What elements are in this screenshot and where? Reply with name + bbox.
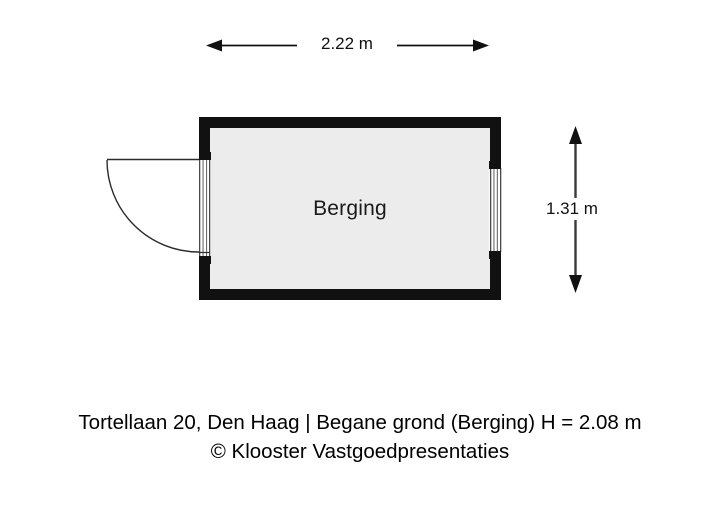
door-swing-arc xyxy=(106,159,200,253)
window-jamb-line-3 xyxy=(496,168,498,252)
window-gap-right xyxy=(489,168,502,252)
window-opening-right[interactable] xyxy=(489,161,502,259)
dimension-width-label: 2.22 m xyxy=(297,33,397,55)
window-sill-stub xyxy=(489,251,501,259)
dimension-height-label: 1.31 m xyxy=(546,198,616,220)
window-jamb-line-4 xyxy=(500,168,502,252)
door-sill-stub xyxy=(199,256,211,264)
arrow-left-icon xyxy=(206,39,222,52)
arrow-right-icon xyxy=(473,39,489,52)
room-label-berging: Berging xyxy=(313,197,387,220)
window-jamb-line-2 xyxy=(493,168,495,252)
caption-block: Tortellaan 20, Den Haag | Begane grond (… xyxy=(0,408,720,466)
arrow-up-icon xyxy=(569,126,582,144)
door-jamb-line-3 xyxy=(206,159,208,257)
caption-address-line: Tortellaan 20, Den Haag | Begane grond (… xyxy=(78,411,642,434)
room-floor-fill xyxy=(210,128,490,289)
window-head-stub xyxy=(489,161,501,169)
room-walls xyxy=(199,117,501,300)
caption-copyright-line: © Klooster Vastgoedpresentaties xyxy=(210,440,510,463)
window-jamb-line-1 xyxy=(490,168,492,252)
door-opening-left[interactable] xyxy=(198,152,211,264)
arrow-down-icon xyxy=(569,275,582,293)
door-jamb-line-1 xyxy=(199,159,201,257)
door-gap-left xyxy=(198,159,211,257)
door-swing-left xyxy=(106,158,210,254)
door-jamb-line-2 xyxy=(202,159,204,257)
door-jamb-line-4 xyxy=(209,159,211,257)
door-head-stub xyxy=(199,152,211,160)
